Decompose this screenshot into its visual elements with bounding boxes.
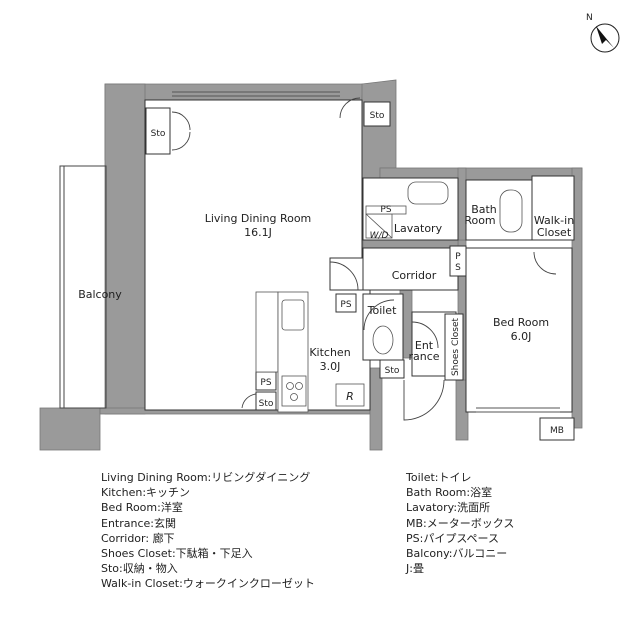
legend-item: Corridor: 廊下: [101, 531, 175, 545]
storage-label: Sto: [385, 366, 400, 376]
legend-item: Kitchen:キッチン: [101, 486, 191, 500]
walk-in-closet: [531, 175, 575, 241]
ps-lavatory: [365, 205, 407, 215]
corridor-label: Corridor: [392, 269, 437, 282]
bed-room: [465, 247, 573, 413]
toilet-bowl-icon: [372, 325, 394, 355]
entrance-label-2: rance: [408, 350, 439, 363]
storage-label: Sto: [370, 111, 385, 121]
ps-vertical-label-2: S: [455, 263, 461, 273]
legend-item: Sto:収納・物入: [101, 562, 178, 576]
legend-item: Lavatory:洗面所: [406, 501, 491, 515]
compass-north-label: N: [586, 13, 593, 23]
door-entrance-main: [403, 379, 445, 421]
doors: [171, 97, 557, 421]
wall-balcony-corner: [39, 407, 101, 451]
ps-label: PS: [380, 205, 391, 215]
legend-right: Toilet:トイレ Bath Room:浴室 Lavatory:洗面所 MB:…: [406, 470, 514, 576]
bathtub-icon: [499, 189, 523, 233]
kitchen-label: Kitchen: [309, 346, 350, 359]
living-dining-room: [144, 99, 371, 411]
legend-item: Walk-in Closet:ウォークインクローゼット: [101, 577, 315, 591]
legend-item: J:畳: [406, 562, 424, 576]
bath-room-label-2: Room: [464, 214, 495, 227]
living-dining-room-size: 16.1J: [244, 226, 272, 239]
shoes-closet-label: Shoes Closet: [451, 318, 461, 377]
legend-item: Bath Room:浴室: [406, 486, 493, 500]
kitchen-sink-icon: [281, 299, 305, 331]
balcony-label: Balcony: [78, 288, 122, 301]
storage-top-right: [363, 101, 391, 127]
storage-entrance: [379, 359, 405, 379]
storage-kitchen: [255, 391, 277, 411]
legend-item: MB:メーターボックス: [406, 516, 515, 530]
fixtures: [255, 181, 523, 413]
door-storage-kitchen: [241, 393, 257, 409]
lavatory-label: Lavatory: [394, 222, 443, 235]
walk-in-closet-label-1: Walk-in: [534, 214, 574, 227]
legend-left: Living Dining Room:リビングダイニング Kitchen:キッチ…: [101, 470, 315, 592]
wall-left: [104, 83, 146, 415]
ps-vertical: [449, 245, 467, 277]
kitchen-size: 3.0J: [320, 360, 341, 373]
burner-icon: [290, 393, 298, 401]
legend-item: Entrance:玄関: [101, 516, 176, 530]
door-entrance-inner: [411, 321, 439, 349]
ps-toilet: [335, 293, 357, 313]
corridor: [362, 247, 459, 291]
ps-vertical-label-1: P: [455, 252, 461, 262]
compass-icon: N: [586, 13, 620, 53]
bed-room-label: Bed Room: [493, 316, 549, 329]
legend-item: Toilet:トイレ: [406, 471, 472, 484]
entrance-label-1: Ent: [415, 339, 434, 352]
storage-label: Sto: [151, 129, 166, 139]
fridge-space: [335, 383, 365, 407]
door-storage-living: [171, 111, 191, 131]
door-corridor-living: [329, 261, 359, 291]
walk-in-closet-label-2: Closet: [537, 226, 572, 239]
legend-item: Living Dining Room:リビングダイニング: [101, 471, 311, 484]
room-labels: Living Dining Room 16.1J Kitchen 3.0J Be…: [78, 111, 574, 436]
toilet-label: Toilet: [367, 304, 397, 317]
wall-lavatory-bottom: [362, 239, 459, 249]
burner-icon: [295, 382, 303, 390]
ps-label: PS: [260, 378, 271, 388]
door-toilet: [363, 299, 395, 331]
legend-item: Shoes Closet:下駄箱・下足入: [101, 547, 253, 561]
meter-box-label: MB: [550, 426, 564, 436]
balcony-outline: [59, 165, 107, 409]
meter-box: [539, 417, 575, 441]
door-living-top: [339, 97, 361, 119]
windows: [172, 91, 560, 413]
exterior-walls: [39, 79, 583, 451]
door-storage-living-2: [171, 131, 191, 151]
legend-item: PS:パイプスペース: [406, 531, 500, 545]
living-dining-room-label: Living Dining Room: [205, 212, 312, 225]
shoes-closet: [444, 313, 464, 381]
burner-icon: [286, 382, 294, 390]
kitchen-counter: [255, 291, 279, 373]
wall-entrance-left: [369, 367, 383, 451]
legend-item: Balcony:バルコニー: [406, 547, 508, 561]
fridge-label: R: [346, 390, 354, 403]
door-bedroom: [533, 251, 557, 275]
ps-label: PS: [340, 300, 351, 310]
stove-icon: [281, 375, 307, 407]
washer-dryer-label: W/D: [370, 231, 389, 241]
storage-label: Sto: [259, 399, 274, 409]
bath-room-label-1: Bath: [471, 203, 497, 216]
wall-bath-left: [457, 167, 467, 241]
storage-living: [145, 107, 171, 155]
bed-room-size: 6.0J: [511, 330, 532, 343]
legend-item: Bed Room:洋室: [101, 501, 183, 515]
wash-basin-icon: [407, 181, 449, 205]
